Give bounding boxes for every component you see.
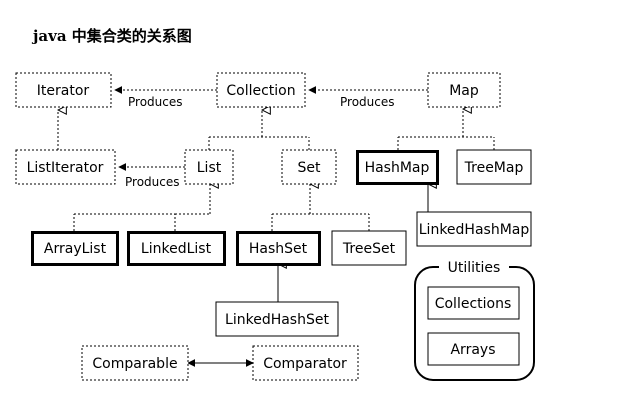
treemap-node: TreeMap: [456, 149, 532, 185]
comparator-label: Comparator: [263, 356, 347, 372]
collections-node: Collections: [427, 286, 520, 320]
collection-label: Collection: [226, 83, 295, 99]
produces-label-iterator: Produces: [128, 95, 183, 109]
collections-label: Collections: [435, 296, 512, 312]
comparable-node: Comparable: [81, 345, 189, 381]
list-node: List: [184, 149, 234, 185]
linkedhashmap-label: LinkedHashMap: [419, 222, 530, 238]
collection-node: Collection: [216, 72, 306, 108]
set-node: Set: [281, 149, 337, 185]
treemap-label: TreeMap: [464, 160, 524, 176]
arrays-node: Arrays: [427, 332, 520, 366]
linkedlist-label: LinkedList: [141, 241, 212, 257]
linkedlist-node: LinkedList: [127, 231, 226, 266]
treeset-node: TreeSet: [331, 230, 407, 266]
produces-label-listiterator: Produces: [125, 175, 180, 189]
arrays-label: Arrays: [450, 342, 495, 358]
map-node: Map: [427, 72, 501, 108]
hashset-label: HashSet: [249, 241, 308, 257]
linkedhashmap-node: LinkedHashMap: [416, 211, 532, 247]
page-title: java 中集合类的关系图: [33, 27, 192, 45]
treeset-label: TreeSet: [342, 241, 396, 257]
iterator-label: Iterator: [37, 83, 90, 99]
listiterator-label: ListIterator: [27, 160, 104, 176]
arraylist-node: ArrayList: [31, 231, 119, 266]
utilities-group: Utilities Collections Arrays: [414, 259, 535, 381]
set-label: Set: [298, 160, 322, 176]
listiterator-node: ListIterator: [15, 149, 116, 185]
comparable-label: Comparable: [92, 356, 177, 372]
iterator-node: Iterator: [15, 72, 112, 108]
hashset-node: HashSet: [236, 231, 321, 266]
comparator-node: Comparator: [252, 345, 359, 381]
hashmap-label: HashMap: [365, 160, 430, 176]
arraylist-label: ArrayList: [44, 241, 107, 257]
list-label: List: [197, 160, 222, 176]
map-label: Map: [449, 83, 479, 99]
utilities-title: Utilities: [448, 260, 501, 276]
linkedhashset-node: LinkedHashSet: [215, 301, 339, 337]
hashmap-node: HashMap: [356, 150, 439, 185]
linkedhashset-label: LinkedHashSet: [225, 312, 329, 328]
produces-label-collection: Produces: [340, 95, 395, 109]
